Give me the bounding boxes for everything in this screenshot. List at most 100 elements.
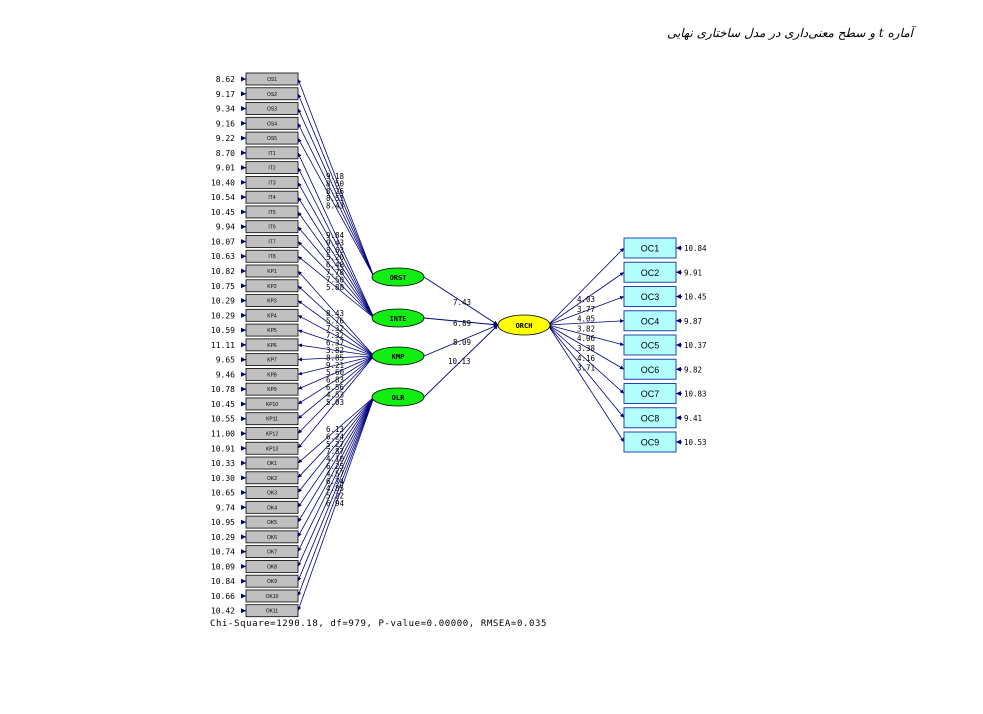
indicator-label-it8: IT8 [268, 254, 275, 260]
indicator-box-it5 [245, 205, 299, 219]
loading-arrow-olr-ok5 [297, 396, 375, 523]
latent-orst [371, 267, 425, 287]
loading-value-orst: 8.43 [326, 202, 344, 211]
fit-statistics: Chi-Square=1290.18, df=979, P-value=0.00… [210, 619, 548, 629]
loading-arrow-orch-oc2 [547, 271, 625, 326]
indicator-box-os5 [245, 131, 299, 145]
loading-arrow-inte-it1 [297, 152, 375, 319]
outcome-indicator-box-oc3 [623, 286, 677, 307]
latent-kmp [371, 346, 425, 366]
error-value-oc3: 10.45 [684, 293, 707, 302]
loading-arrow-orch-oc1 [547, 247, 625, 326]
loading-arrow-inte-it6 [297, 226, 375, 319]
error-value-ok7: 10.74 [211, 548, 235, 557]
outcome-loading-value: 3.38 [577, 344, 596, 353]
outcome-loading-value: 3.77 [577, 305, 595, 314]
loading-value-olr: 6.13 [326, 425, 344, 434]
loading-value-olr: 5.27 [326, 440, 344, 449]
indicator-box-ok3 [245, 486, 299, 499]
indicator-label-ok6: OK6 [267, 535, 277, 541]
loading-value-orst: 8.26 [326, 187, 345, 196]
latent-label-inte: INTE [390, 315, 407, 323]
loading-value-kmp: 4.53 [326, 390, 344, 399]
outcome-indicator-box-oc6 [623, 358, 677, 380]
error-value-oc1: 10.84 [684, 244, 707, 253]
error-value-kp11: 10.55 [211, 415, 235, 424]
loading-value-olr: 5.22 [326, 492, 344, 501]
indicator-label-kp11: KP11 [266, 417, 278, 423]
structural-t-value: 7.43 [453, 298, 471, 307]
indicator-box-it4 [245, 190, 299, 204]
indicator-label-it7: IT7 [268, 239, 275, 245]
structural-t-value: 10.13 [448, 357, 471, 366]
diagram-title: آماره t و سطح معنی‌داری در مدل ساختاری ن… [666, 26, 913, 40]
outcome-indicator-label-oc2: OC2 [641, 268, 660, 278]
indicator-box-kp5 [245, 323, 299, 337]
loading-arrow-inte-it5 [297, 211, 375, 319]
loading-value-olr: 6.74 [326, 477, 345, 486]
error-value-kp4: 10.29 [211, 311, 235, 320]
loading-value-kmp: 6.83 [326, 376, 344, 385]
indicator-label-ok10: OK10 [266, 594, 279, 600]
loading-arrow-inte-it2 [297, 167, 375, 319]
loading-value-kmp: 8.85 [326, 353, 344, 362]
indicator-label-ok4: OK4 [267, 505, 277, 511]
loading-arrow-olr-ok6 [297, 396, 375, 538]
indicator-box-kp1 [245, 264, 299, 278]
indicator-box-os4 [245, 116, 299, 130]
indicator-label-ok2: OK2 [267, 476, 277, 482]
indicator-label-os2: OS2 [267, 92, 277, 98]
loading-arrow-kmp-kp4 [297, 314, 375, 357]
error-value-os4: 9.16 [216, 119, 235, 128]
error-value-it5: 10.45 [211, 208, 235, 217]
loading-value-inte: 5.88 [326, 283, 345, 292]
indicator-label-os3: OS3 [267, 107, 277, 113]
loading-arrow-orst-os2 [297, 93, 375, 278]
indicator-box-kp2 [245, 279, 299, 293]
indicator-label-kp6: KP6 [267, 343, 277, 349]
indicator-label-kp7: KP7 [267, 358, 277, 364]
loading-value-inte: 5.20 [326, 253, 345, 262]
indicator-box-kp3 [245, 294, 299, 307]
indicator-box-os2 [245, 87, 299, 101]
outcome-indicator-box-oc4 [623, 310, 677, 332]
structural-t-value: 6.89 [453, 319, 471, 328]
loading-value-kmp: 8.43 [326, 309, 344, 318]
indicator-label-it5: IT5 [268, 210, 275, 216]
indicator-label-ok7: OK7 [267, 550, 277, 556]
indicator-label-os4: OS4 [267, 121, 277, 127]
loading-value-orst: 8.50 [326, 179, 345, 188]
indicator-box-ok8 [245, 560, 299, 573]
outcome-loading-value: 4.05 [577, 315, 595, 324]
error-value-ok3: 10.65 [211, 489, 235, 498]
loading-arrow-kmp-kp1 [297, 270, 375, 357]
indicator-box-it7 [245, 235, 299, 248]
loading-arrow-orst-os5 [297, 137, 375, 278]
error-value-ok2: 10.30 [211, 474, 235, 483]
loading-arrow-orst-os1 [297, 78, 375, 278]
error-value-it4: 10.54 [211, 193, 235, 202]
indicator-label-it3: IT3 [268, 180, 275, 186]
error-value-os1: 8.62 [216, 75, 235, 84]
outcome-loading-value: 3.82 [577, 324, 595, 333]
indicator-label-kp3: KP3 [267, 299, 277, 305]
error-value-oc5: 10.37 [684, 341, 707, 350]
indicator-box-ok9 [245, 574, 299, 588]
indicator-box-it8 [245, 249, 299, 263]
loading-arrow-olr-ok3 [297, 396, 375, 493]
indicator-label-kp4: KP4 [267, 313, 277, 319]
indicator-box-it1 [245, 146, 299, 160]
outcome-loading-value: 4.16 [577, 354, 596, 363]
error-value-it1: 8.70 [216, 149, 235, 158]
loading-arrow-olr-ok4 [297, 396, 375, 508]
loading-value-kmp: 5.03 [326, 398, 344, 407]
indicator-box-it3 [245, 175, 299, 189]
loading-arrow-kmp-kp7 [297, 355, 375, 362]
indicator-label-os1: OS1 [267, 77, 277, 83]
indicator-label-kp10: KP10 [266, 402, 278, 408]
indicator-label-it6: IT6 [268, 225, 275, 231]
loading-arrow-inte-it8 [297, 255, 375, 319]
error-value-os2: 9.17 [216, 90, 235, 99]
error-value-ok6: 10.29 [211, 533, 235, 542]
loading-value-olr: 4.85 [326, 484, 344, 493]
